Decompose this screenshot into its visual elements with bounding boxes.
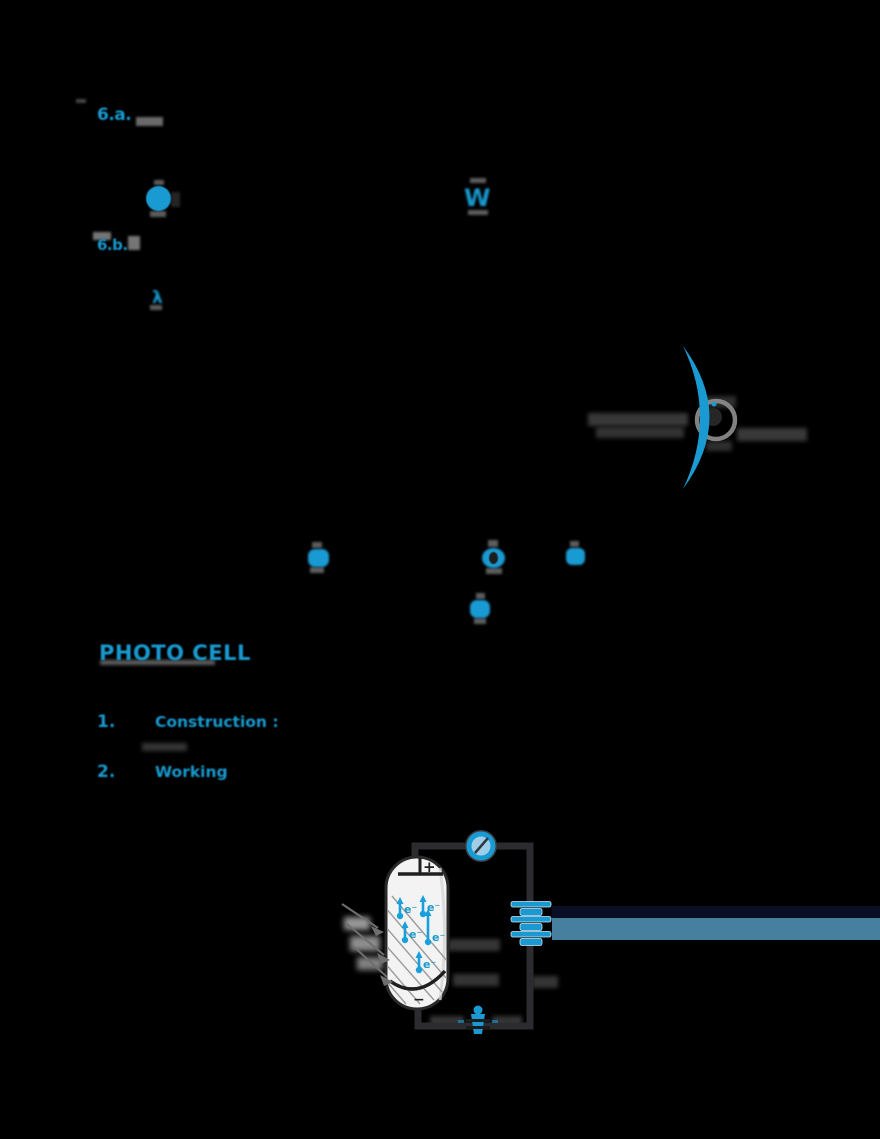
tube-inner-shadow — [438, 867, 446, 1001]
electron-label: e⁻ — [423, 958, 436, 971]
photon-circle-icon — [146, 186, 171, 211]
illegible-text-smudge — [488, 540, 498, 547]
illegible-text-smudge — [486, 568, 502, 574]
illegible-text-smudge — [468, 210, 488, 215]
illegible-text-smudge — [470, 178, 486, 183]
plug-key-icon — [458, 1005, 498, 1034]
list-item-2-label: Working — [155, 763, 228, 781]
swoosh-arc-icon — [683, 346, 710, 489]
illegible-text-smudge — [430, 1016, 464, 1026]
electron-arrow-icon — [396, 895, 432, 974]
list-item-1-label: Construction : — [155, 713, 279, 731]
illegible-text-smudge — [570, 541, 579, 547]
cathode-plate — [388, 969, 447, 991]
illegible-text-smudge — [150, 305, 162, 310]
cathode-sign: − — [413, 992, 425, 1008]
battery-icon — [510, 901, 552, 946]
illegible-text-smudge — [76, 99, 86, 103]
light-label-smudge — [350, 936, 380, 951]
question-part-label-b: 6.b. — [97, 236, 128, 254]
galvanometer-icon — [465, 830, 497, 862]
illegible-text-smudge — [93, 232, 111, 240]
illegible-text-smudge — [476, 593, 485, 599]
illegible-text-smudge — [100, 660, 215, 665]
question-part-label-a: 6.a. — [97, 105, 132, 125]
illegible-text-smudge — [171, 192, 180, 207]
swoosh-illustration — [683, 346, 738, 489]
illegible-text-smudge — [737, 428, 807, 441]
symbol-counter — [489, 552, 498, 564]
electron-labels: e⁻ e⁻ e⁻ e⁻ e⁻ — [404, 901, 445, 971]
electron-label: e⁻ — [427, 901, 440, 914]
sphere-ring-icon — [694, 398, 738, 442]
anode-sign: + — [423, 858, 436, 876]
illegible-text-smudge — [154, 180, 164, 185]
highlighted-symbol-icon — [566, 548, 585, 565]
highlighted-symbol-icon — [470, 600, 490, 618]
list-item-1-number: 1. — [97, 712, 116, 732]
illegible-text-smudge — [142, 743, 187, 751]
section-heading: PHOTO CELL — [99, 641, 251, 665]
illegible-text-smudge — [310, 567, 324, 573]
illegible-text-smudge — [136, 117, 163, 126]
illegible-text-smudge — [596, 427, 684, 438]
work-function-symbol: W — [464, 184, 491, 212]
highlighted-symbol-icon — [308, 549, 329, 567]
illegible-text-smudge — [588, 413, 688, 426]
electron-label: e⁻ — [404, 903, 417, 916]
vacuum-tube — [384, 855, 450, 1011]
cathode-hatching — [388, 895, 446, 1005]
steel-highlight-band — [552, 918, 880, 940]
illegible-text-smudge — [312, 542, 322, 548]
electron-label: e⁻ — [409, 928, 422, 941]
illegible-text-smudge — [474, 618, 486, 624]
list-item-2-number: 2. — [97, 762, 116, 782]
illegible-text-smudge — [706, 441, 732, 451]
illegible-text-smudge — [492, 1016, 522, 1026]
illegible-text-smudge — [128, 236, 140, 250]
light-ray-arrow-icon — [341, 903, 393, 986]
electron-label: e⁻ — [432, 931, 445, 944]
arc-dot — [711, 401, 717, 407]
photocell-circuit-diagram: − + e⁻ e⁻ e⁻ e⁻ e⁻ — [341, 830, 552, 1034]
illegible-text-smudge — [532, 976, 558, 988]
illegible-text-smudge — [453, 974, 499, 986]
illegible-text-smudge — [150, 211, 166, 217]
navy-highlight-band — [552, 906, 880, 918]
lambda-symbol: λ — [152, 288, 163, 308]
illegible-text-smudge — [448, 939, 500, 951]
